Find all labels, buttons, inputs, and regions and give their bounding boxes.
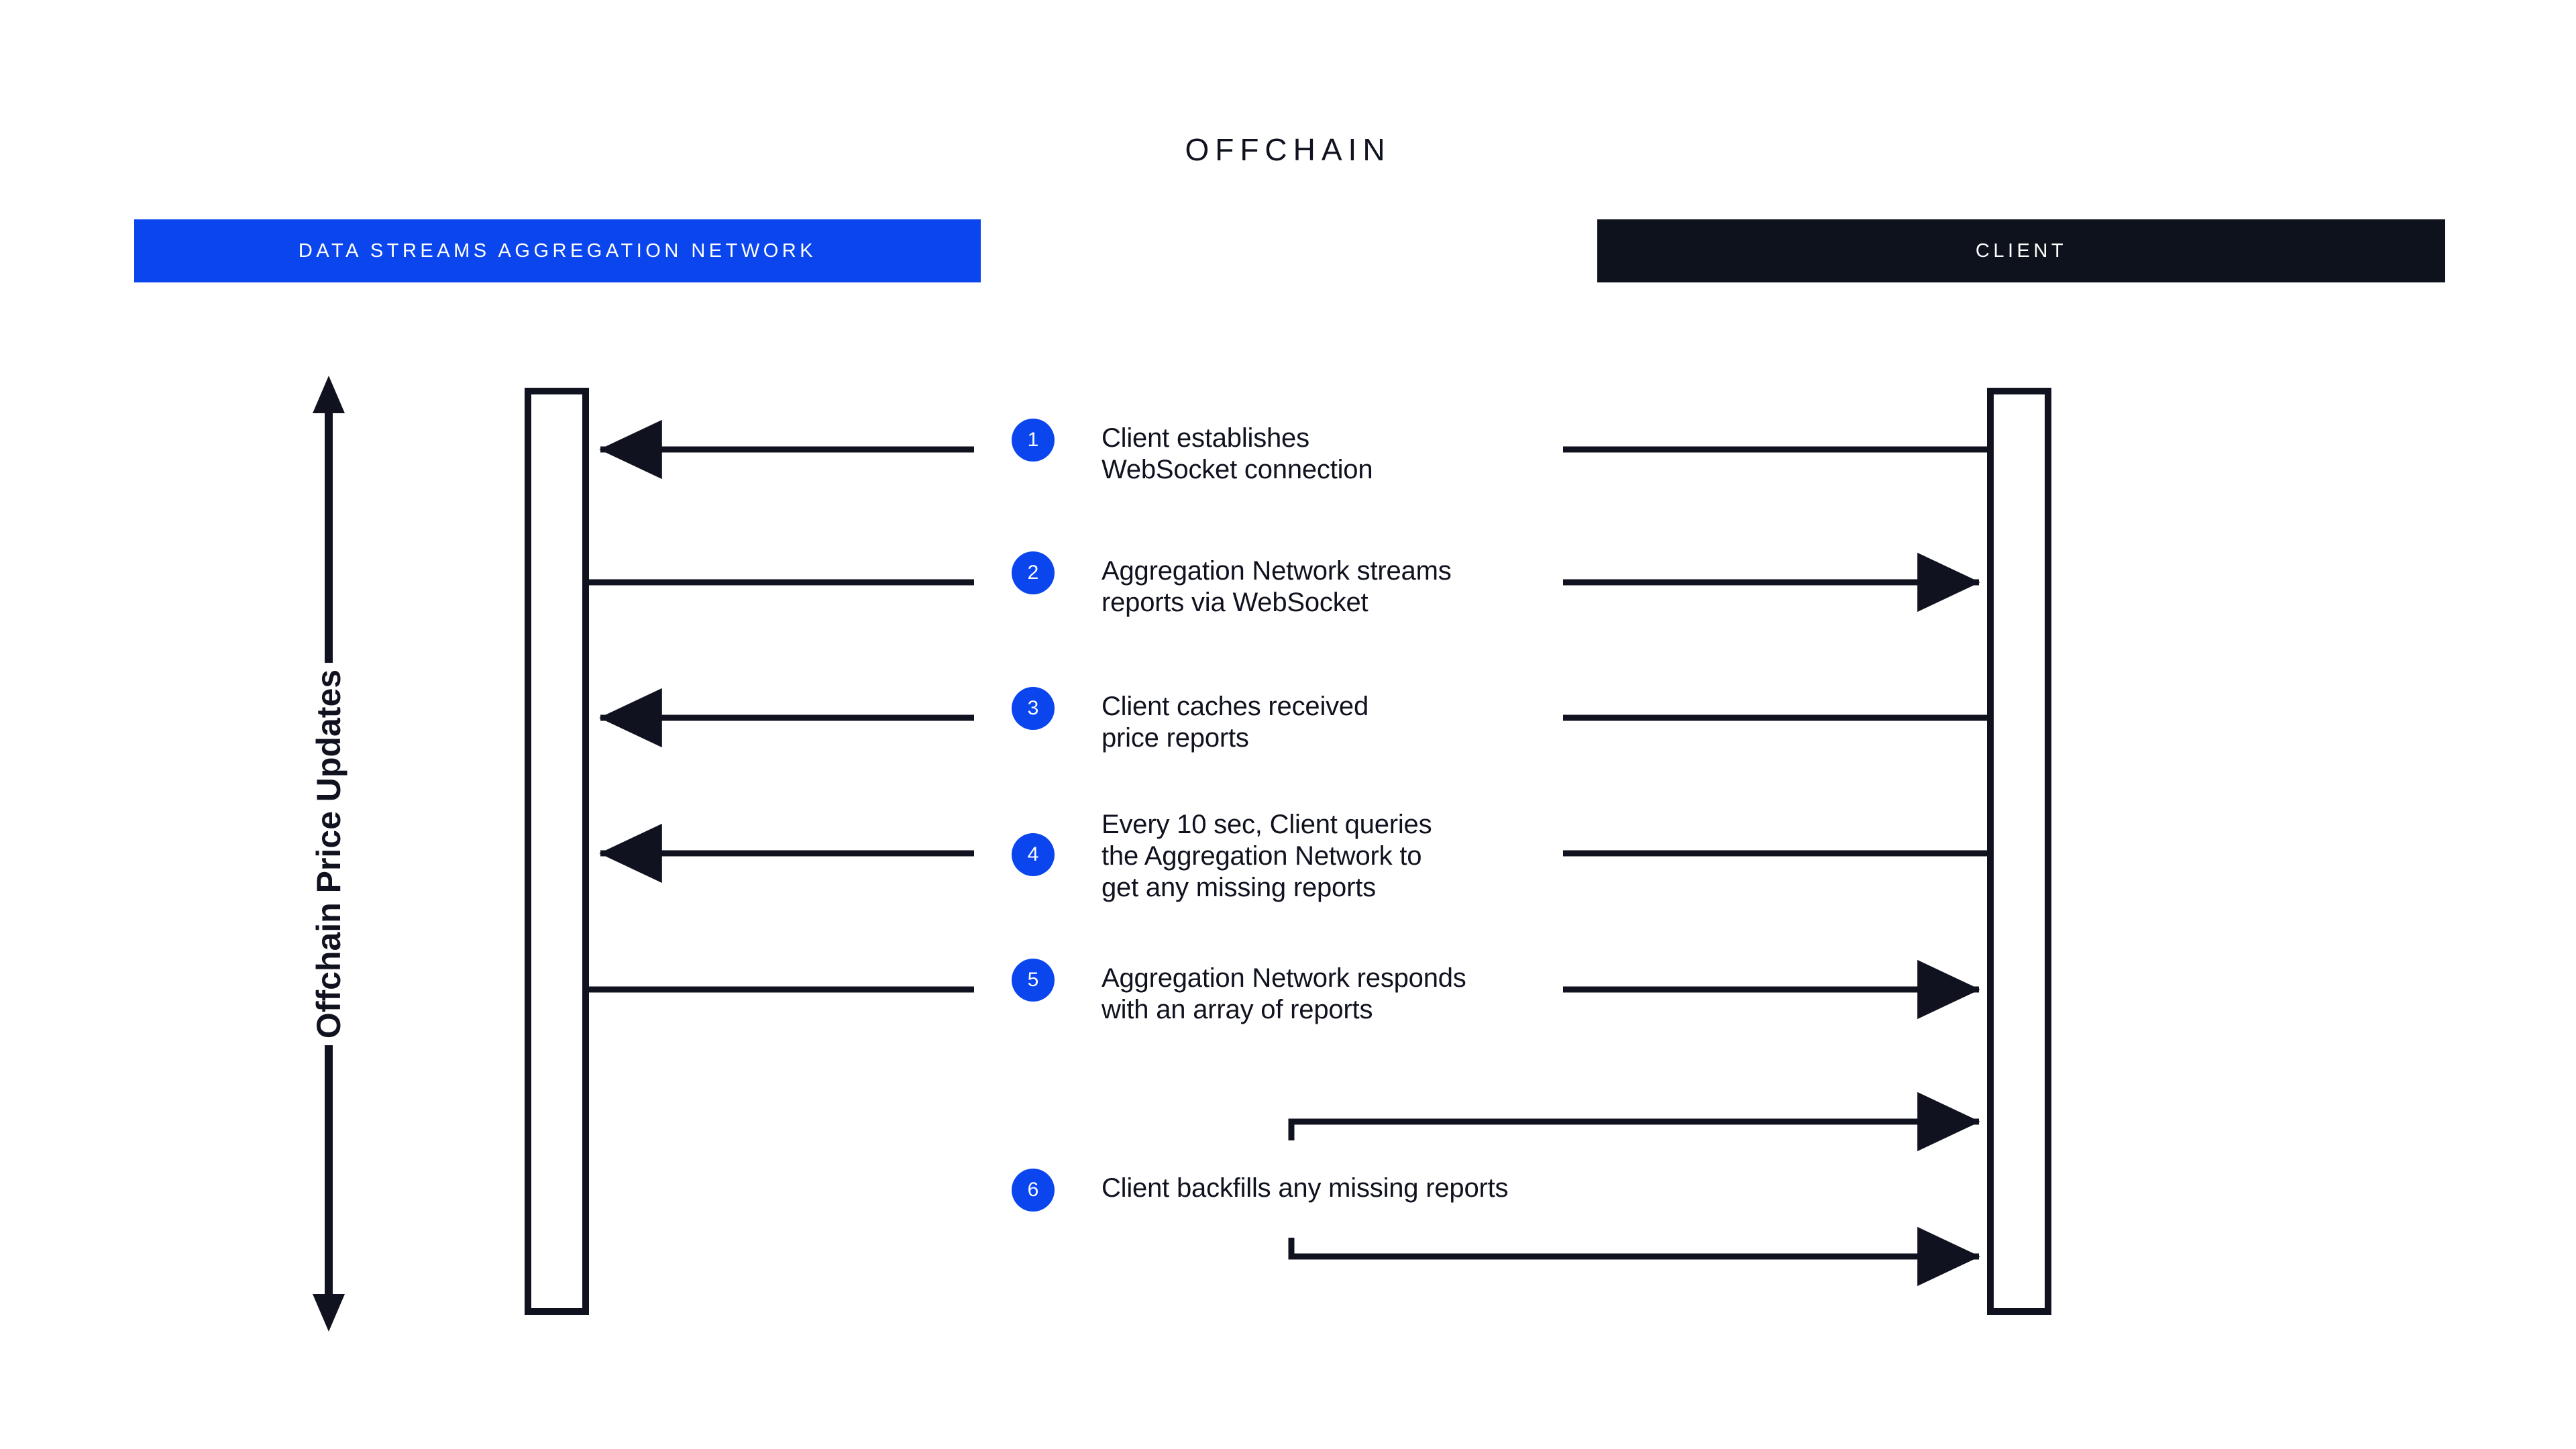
offchain-price-updates-scope: Offchain Price Updates bbox=[282, 376, 376, 1332]
lane-header-aggregation-network-label: DATA STREAMS AGGREGATION NETWORK bbox=[298, 239, 817, 262]
step-text-1: Client establishes WebSocket connection bbox=[1102, 423, 1373, 484]
lifeline-client bbox=[1987, 388, 2051, 1315]
step-badge-4: 4 bbox=[1012, 833, 1055, 876]
lifeline-aggregation-network bbox=[525, 388, 589, 1315]
step-text-6: Client backfills any missing reports bbox=[1102, 1173, 1509, 1203]
step-badge-6: 6 bbox=[1012, 1169, 1055, 1212]
step-text-4: Every 10 sec, Client queries the Aggrega… bbox=[1102, 810, 1432, 902]
step-text-5: Aggregation Network responds with an arr… bbox=[1102, 963, 1466, 1024]
step-text-3: Client caches received price reports bbox=[1102, 692, 1369, 753]
step-text-2: Aggregation Network streams reports via … bbox=[1102, 556, 1452, 617]
step-badge-3: 3 bbox=[1012, 687, 1055, 730]
step-badge-5: 5 bbox=[1012, 959, 1055, 1002]
scope-label: Offchain Price Updates bbox=[309, 662, 348, 1045]
step-row-3: 3 Client caches received price reports bbox=[1012, 687, 1368, 754]
step-row-5: 5 Aggregation Network responds with an a… bbox=[1012, 959, 1466, 1026]
lane-header-client: CLIENT bbox=[1597, 219, 2445, 282]
step-badge-2: 2 bbox=[1012, 551, 1055, 594]
connector-6-upper-bracket bbox=[1288, 1091, 1980, 1152]
page-title: OFFCHAIN bbox=[1185, 132, 1391, 167]
step-row-1: 1 Client establishes WebSocket connectio… bbox=[1012, 419, 1373, 486]
step-row-6: 6 Client backfills any missing reports bbox=[1012, 1169, 1509, 1212]
lane-header-client-label: CLIENT bbox=[1975, 239, 2068, 262]
step-row-4: 4 Every 10 sec, Client queries the Aggre… bbox=[1012, 805, 1432, 903]
connector-6-lower-bracket bbox=[1288, 1226, 1980, 1287]
step-badge-1: 1 bbox=[1012, 419, 1055, 462]
lane-header-aggregation-network: DATA STREAMS AGGREGATION NETWORK bbox=[134, 219, 981, 282]
step-row-2: 2 Aggregation Network streams reports vi… bbox=[1012, 551, 1452, 619]
